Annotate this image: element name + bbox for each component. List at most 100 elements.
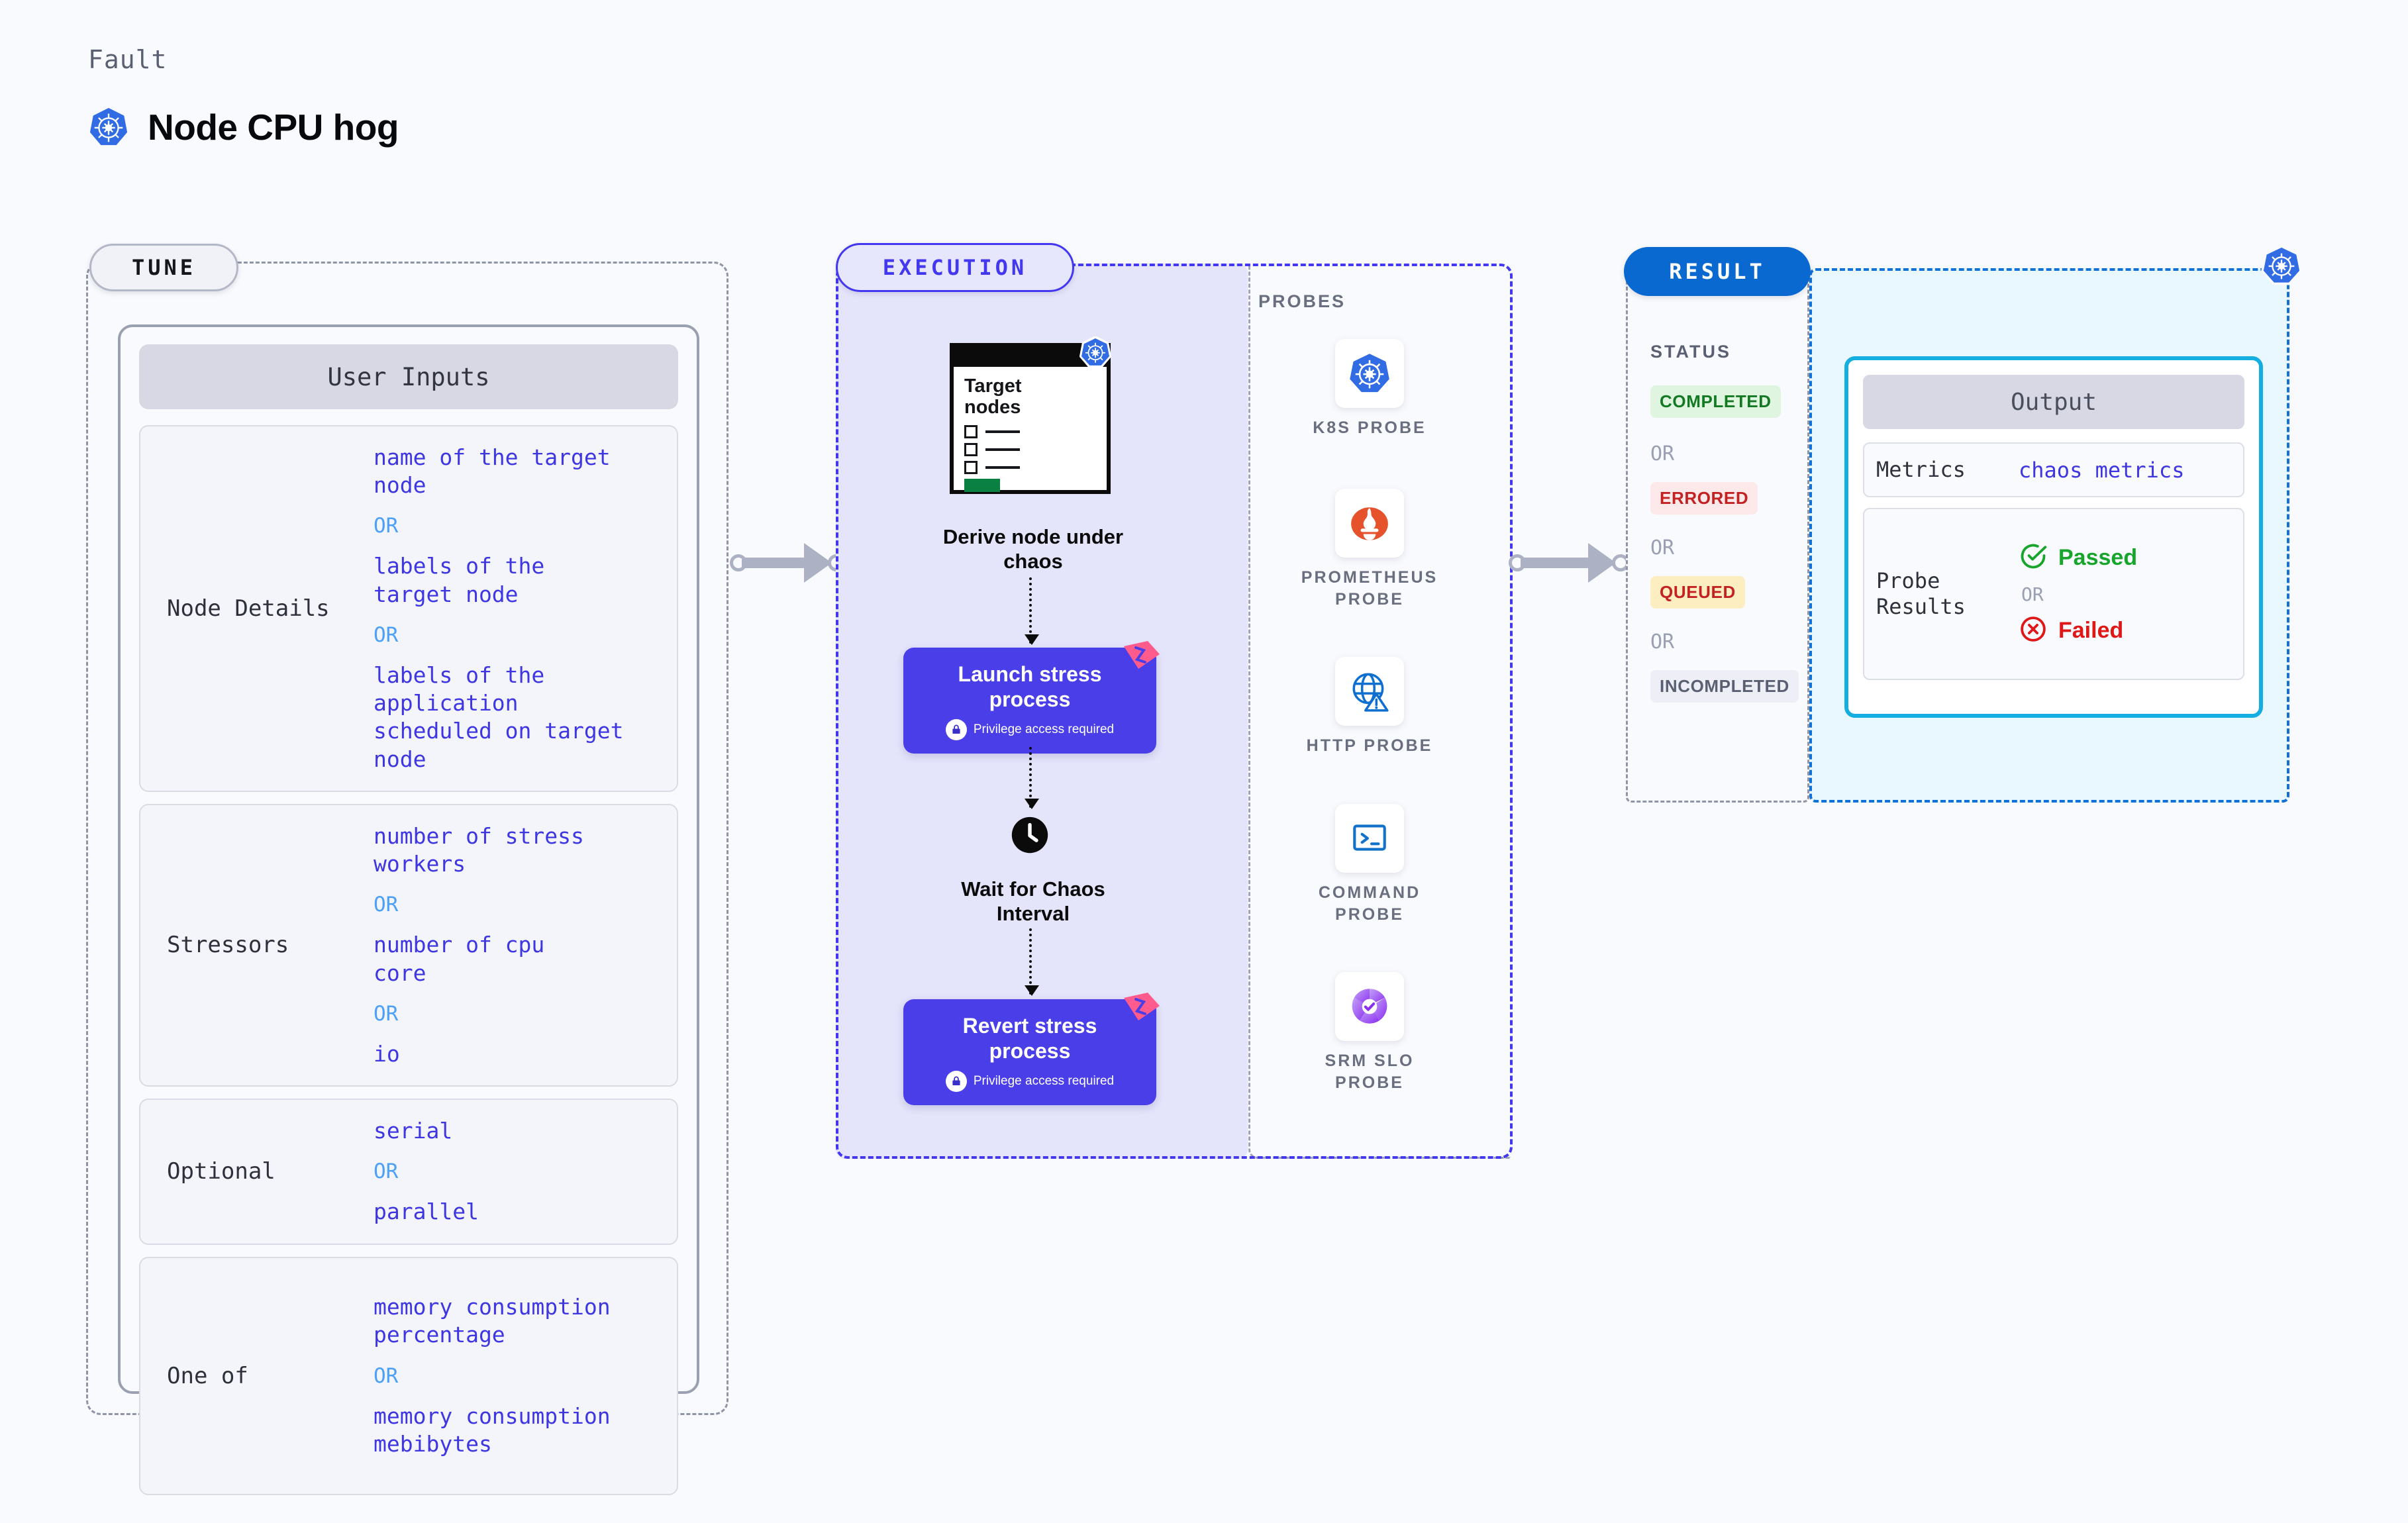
tune-value: number of cpu core xyxy=(374,932,545,986)
status-badge-errored: ERRORED xyxy=(1650,482,1758,515)
status-title: STATUS xyxy=(1650,342,1731,362)
harness-ribbon-icon xyxy=(1124,641,1160,669)
output-value: chaos metrics xyxy=(2019,457,2185,483)
check-circle-icon xyxy=(2019,542,2048,574)
fault-eyebrow: Fault xyxy=(88,45,168,74)
probe-label: SRM SLO PROBE xyxy=(1325,1052,1415,1092)
tune-value: io xyxy=(374,1040,400,1067)
target-nodes-title: Target nodes xyxy=(964,375,1022,418)
probe-result-passed: Passed xyxy=(2019,542,2137,574)
probe-label: COMMAND PROBE xyxy=(1318,883,1421,924)
x-circle-icon xyxy=(2019,614,2048,647)
flow-arrow xyxy=(1025,928,1039,996)
slo-donut-icon xyxy=(1335,972,1404,1041)
probe-prometheus[interactable]: PROMETHEUS PROBE xyxy=(1277,489,1462,611)
tune-group-stressors: Stressors number of stress workers OR nu… xyxy=(139,803,678,1087)
placeholder-line xyxy=(985,466,1020,469)
output-row-metrics: Metrics chaos metrics xyxy=(1863,442,2244,498)
placeholder-line xyxy=(985,430,1020,433)
failed-label: Failed xyxy=(2058,617,2124,643)
lock-icon xyxy=(945,718,967,740)
probe-label: HTTP PROBE xyxy=(1306,736,1433,755)
or-separator: OR xyxy=(374,893,399,917)
tune-value: parallel xyxy=(374,1199,479,1225)
tune-group-optional: Optional serial OR parallel xyxy=(139,1099,678,1245)
probe-result-failed: Failed xyxy=(2019,614,2137,647)
or-separator: OR xyxy=(1650,442,1675,466)
checkbox-icon xyxy=(964,424,978,438)
probe-label: K8S PROBE xyxy=(1313,418,1427,437)
execution-container xyxy=(836,264,1513,1159)
prometheus-icon xyxy=(1335,489,1404,558)
probe-result-values: Passed OR Failed xyxy=(2019,542,2137,647)
tune-pill-label[interactable]: TUNE xyxy=(89,244,238,291)
checkbox-icon xyxy=(964,460,978,474)
connector-execution-to-result xyxy=(1509,543,1631,583)
or-separator: OR xyxy=(374,1363,399,1388)
flow-arrow xyxy=(1025,747,1039,809)
or-separator: OR xyxy=(374,622,399,647)
lock-icon xyxy=(945,1070,967,1092)
step-title: Revert stress process xyxy=(962,1014,1097,1063)
tune-group-label: Optional xyxy=(167,1158,276,1185)
tune-group-one-of: One of memory consumption percentage OR … xyxy=(139,1256,678,1495)
status-badge-incompleted: INCOMPLETED xyxy=(1650,670,1799,703)
tune-value: memory consumption percentage xyxy=(374,1294,611,1348)
probe-srm-slo[interactable]: SRM SLO PROBE xyxy=(1277,972,1462,1094)
result-status-panel xyxy=(1626,268,1809,803)
probe-k8s[interactable]: K8S PROBE xyxy=(1277,339,1462,439)
output-label: Probe Results xyxy=(1876,568,1966,620)
tune-group-node-details: Node Details name of the target node OR … xyxy=(139,425,678,792)
harness-ribbon-icon xyxy=(1124,993,1160,1020)
probe-command[interactable]: COMMAND PROBE xyxy=(1277,804,1462,926)
step-launch-stress-process[interactable]: Launch stress process Privilege access r… xyxy=(903,641,1160,754)
privilege-note-text: Privilege access required xyxy=(973,722,1115,736)
passed-label: Passed xyxy=(2058,544,2138,570)
output-header: Output xyxy=(1863,375,2244,429)
tune-value: labels of the target node xyxy=(374,553,545,607)
target-nodes-card: Target nodes xyxy=(950,343,1111,494)
step-caption-derive-node: Derive node under chaos xyxy=(942,525,1124,573)
globe-warning-icon xyxy=(1335,657,1404,726)
output-card: Output Metrics chaos metrics Probe Resul… xyxy=(1844,356,2263,718)
fault-title-row: Node CPU hog xyxy=(88,106,399,148)
or-separator: OR xyxy=(2021,583,2044,605)
or-separator: OR xyxy=(374,514,399,538)
step-revert-stress-process[interactable]: Revert stress process Privilege access r… xyxy=(903,993,1160,1105)
step-title: Launch stress process xyxy=(958,662,1102,711)
connector-tune-to-execution xyxy=(730,543,846,583)
kubernetes-icon xyxy=(1079,335,1112,371)
result-pill-label[interactable]: RESULT xyxy=(1624,247,1811,296)
tune-group-values: number of stress workers OR number of cp… xyxy=(374,822,662,1068)
or-separator: OR xyxy=(374,1159,399,1184)
tune-group-values: name of the target node OR labels of the… xyxy=(374,444,662,773)
kubernetes-icon xyxy=(88,107,129,148)
execution-pill-label[interactable]: EXECUTION xyxy=(836,243,1074,292)
status-badge-completed: COMPLETED xyxy=(1650,385,1781,418)
tune-value: labels of the application scheduled on t… xyxy=(374,662,624,772)
status-badge-queued: QUEUED xyxy=(1650,576,1745,609)
kubernetes-icon xyxy=(1335,339,1404,408)
checkbox-row xyxy=(964,424,1096,438)
step-caption-wait-interval: Wait for Chaos Interval xyxy=(961,877,1105,926)
tune-value: name of the target node xyxy=(374,444,611,499)
confirm-bar xyxy=(964,478,1000,492)
privilege-note-text: Privilege access required xyxy=(973,1073,1115,1088)
probe-label: PROMETHEUS PROBE xyxy=(1301,568,1438,609)
tune-value: serial xyxy=(374,1118,453,1144)
user-inputs-header: User Inputs xyxy=(139,344,678,409)
checkbox-row xyxy=(964,460,1096,474)
tune-group-values: serial OR parallel xyxy=(374,1117,662,1226)
probe-http[interactable]: HTTP PROBE xyxy=(1277,657,1462,757)
clock-icon xyxy=(1011,816,1049,858)
privilege-note: Privilege access required xyxy=(910,1070,1150,1092)
page-title: Node CPU hog xyxy=(148,107,399,148)
tune-group-label: One of xyxy=(167,1362,248,1389)
tune-value: number of stress workers xyxy=(374,822,584,877)
terminal-icon xyxy=(1335,804,1404,873)
user-inputs-card: User Inputs Node Details name of the tar… xyxy=(118,324,699,1495)
tune-group-label: Node Details xyxy=(167,595,330,622)
checkbox-icon xyxy=(964,442,978,456)
flow-arrow xyxy=(1025,577,1039,645)
